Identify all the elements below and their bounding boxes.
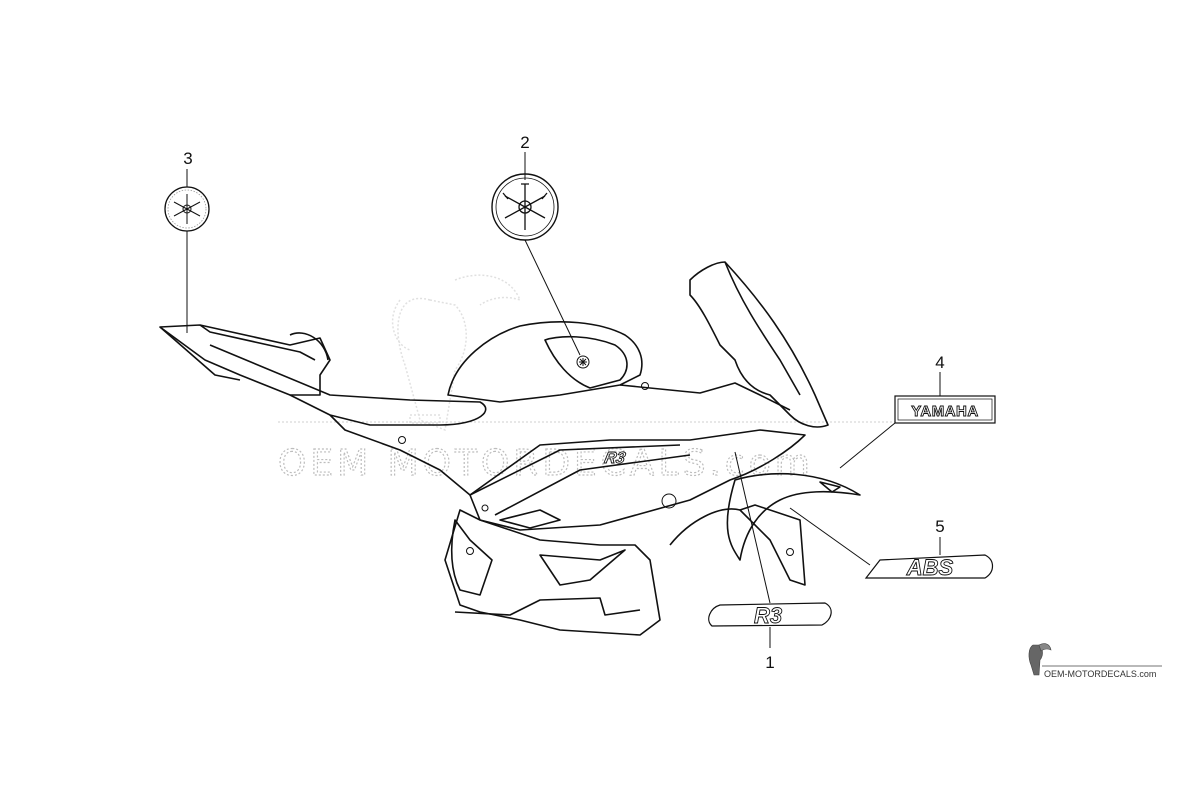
fairing-r3-decal-mark: R3 (603, 449, 627, 467)
r3-badge-text: R3 (754, 603, 782, 628)
leader-lines (186, 152, 941, 648)
corner-brand-text: OEM-MOTORDECALS.com (1044, 669, 1156, 679)
yamaha-wordmark-text: YAMAHA (911, 403, 978, 420)
yamaha-tuning-fork-emblem-icon (502, 183, 548, 230)
fairing-outline: R3 (159, 261, 861, 636)
callout-3: 3 (183, 149, 192, 168)
watermark-text: OEM MOTORDECALS.com (278, 443, 814, 484)
decal-3-small-emblem (164, 186, 210, 232)
yamaha-tuning-fork-emblem-icon (173, 194, 201, 224)
callout-1: 1 (765, 653, 774, 672)
decal-4-yamaha-wordmark: YAMAHA (894, 395, 996, 424)
watermark-parrot-logo-icon (391, 274, 522, 432)
decal-5-abs-badge: ABS (864, 554, 994, 580)
decal-1-r3-badge: R3 (708, 602, 832, 628)
corner-brand-logo: OEM-MOTORDECALS.com (1028, 643, 1162, 679)
parrot-logo-icon (1028, 643, 1052, 676)
callout-5: 5 (935, 517, 944, 536)
callout-2: 2 (520, 133, 529, 152)
callout-4: 4 (935, 353, 944, 372)
abs-badge-text: ABS (906, 555, 954, 580)
decal-2-large-emblem (491, 173, 559, 241)
